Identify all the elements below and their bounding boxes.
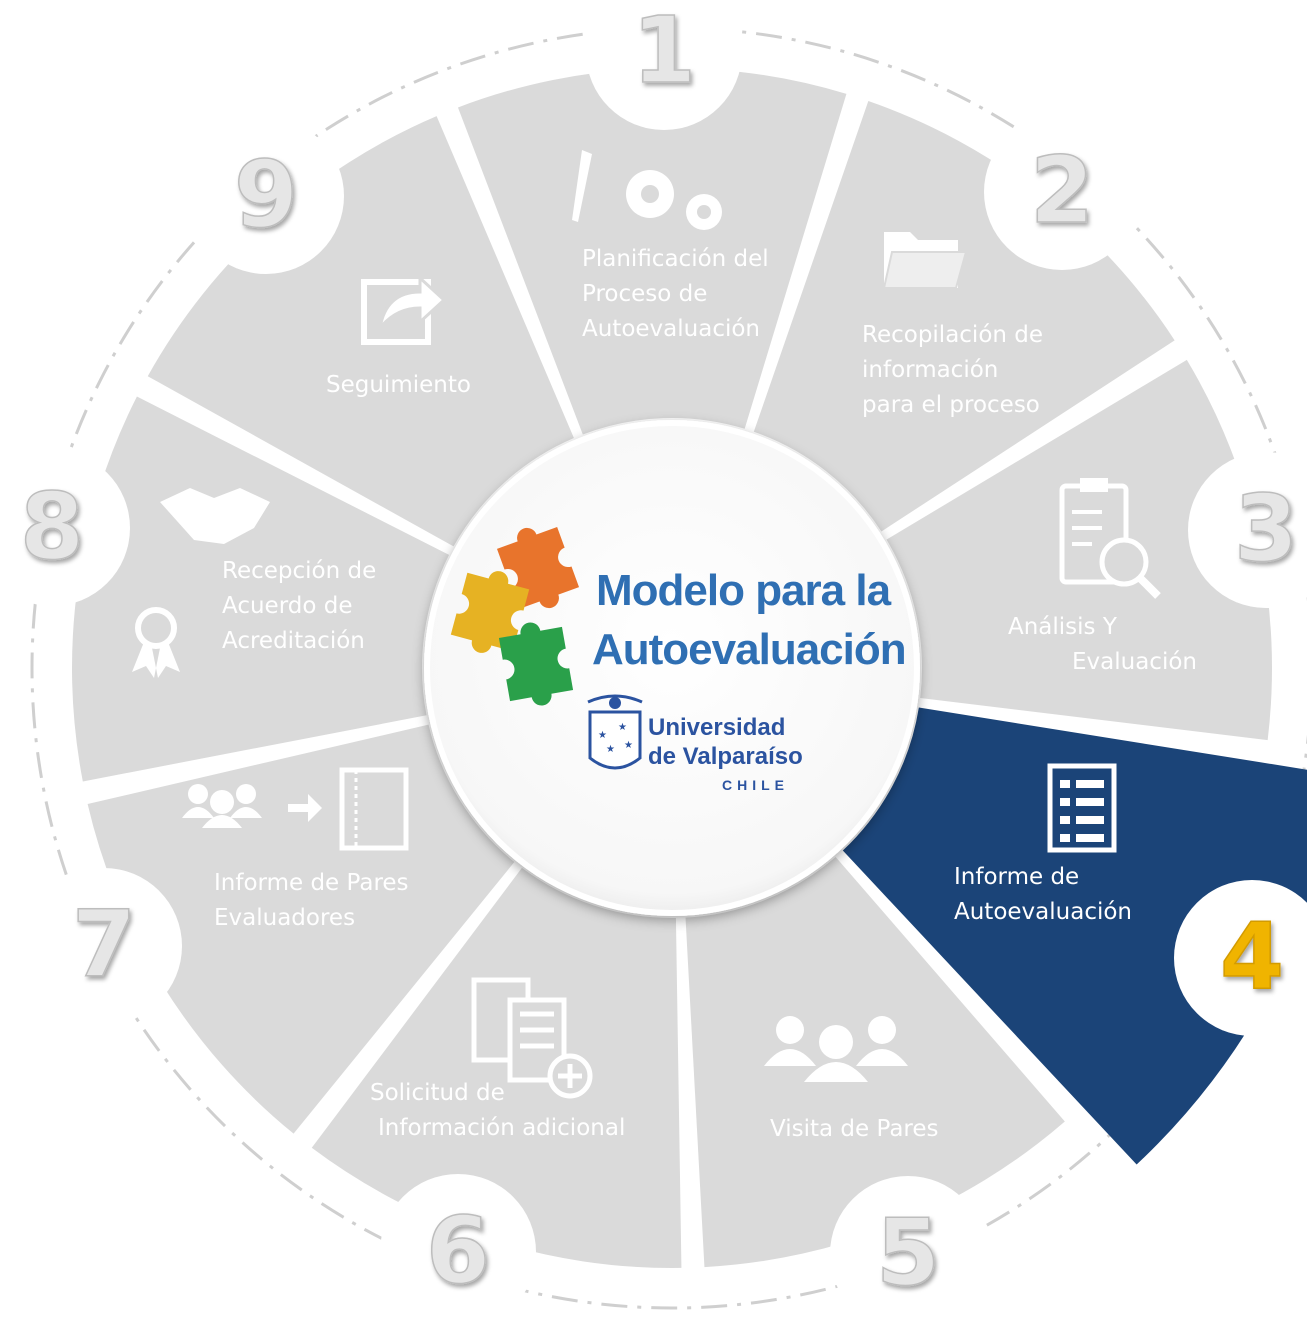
number-notch-2 bbox=[984, 114, 1140, 270]
step-number-1: 1 bbox=[632, 0, 696, 104]
step-7-label-line: Informe de Pares bbox=[214, 870, 409, 896]
step-1-label-line: Proceso de bbox=[582, 281, 707, 307]
step-7-label-line: Evaluadores bbox=[214, 905, 355, 931]
segment-step-2[interactable] bbox=[753, 101, 1175, 532]
segment-step-6[interactable] bbox=[311, 867, 682, 1269]
segment-step-3[interactable] bbox=[886, 359, 1272, 741]
segment-step-9[interactable] bbox=[147, 116, 574, 547]
number-notch-4 bbox=[1174, 880, 1307, 1036]
segment-step-8[interactable] bbox=[71, 396, 450, 782]
number-notch-8 bbox=[0, 450, 130, 606]
step-number-9: 9 bbox=[234, 141, 298, 248]
title-line-2: Autoevaluación bbox=[592, 625, 906, 674]
svg-text:★: ★ bbox=[598, 730, 607, 741]
step-number-6: 6 bbox=[426, 1197, 490, 1304]
documents-add-icon bbox=[471, 977, 593, 1099]
step-8-label-line: Acreditación bbox=[222, 628, 365, 654]
center-layer: Modelo para la Autoevaluación ★ ★ ★ ★ Un… bbox=[424, 420, 920, 916]
step-6-label-line: Información adicional bbox=[378, 1115, 625, 1141]
svg-text:★: ★ bbox=[606, 744, 615, 755]
share-arrow-icon bbox=[361, 274, 447, 345]
puzzle-logo-icon bbox=[450, 526, 580, 706]
title-line-1: Modelo para la bbox=[596, 566, 892, 615]
step-number-4: 4 bbox=[1220, 903, 1284, 1010]
step-2-label-line: Recopilación de bbox=[862, 322, 1043, 348]
step-8-label-line: Acuerdo de bbox=[222, 593, 353, 619]
step-2-label-line: información bbox=[862, 357, 998, 383]
step-4-label-line: Autoevaluación bbox=[954, 899, 1132, 925]
step-number-5: 5 bbox=[876, 1199, 940, 1306]
svg-text:★: ★ bbox=[624, 740, 633, 751]
step-3-label-line: Evaluación bbox=[1072, 649, 1197, 675]
step-number-2: 2 bbox=[1030, 137, 1094, 244]
segment-step-4[interactable] bbox=[842, 707, 1307, 1165]
number-notch-6 bbox=[380, 1174, 536, 1326]
step-1-label-line: Planificación del bbox=[582, 246, 769, 272]
step-8-label-line: Recepción de bbox=[222, 558, 376, 584]
step-number-8: 8 bbox=[20, 473, 84, 580]
svg-text:★: ★ bbox=[618, 722, 627, 733]
folder-icon bbox=[882, 232, 968, 289]
step-1-label-line: Autoevaluación bbox=[582, 316, 760, 342]
people-arrow-document-icon bbox=[182, 767, 409, 851]
step-5-label-line: Visita de Pares bbox=[770, 1116, 939, 1142]
clipboard-search-icon bbox=[1059, 478, 1161, 599]
step-4-label-line: Informe de bbox=[954, 864, 1079, 890]
university-line-2: de Valparaíso bbox=[648, 743, 803, 770]
step-9-label-line: Seguimiento bbox=[326, 372, 471, 398]
step-number-7: 7 bbox=[72, 891, 136, 998]
handshake-award-icon bbox=[132, 488, 270, 678]
number-notch-1 bbox=[586, 0, 742, 130]
university-crest-icon: ★ ★ ★ ★ bbox=[587, 694, 643, 770]
list-document-icon bbox=[1047, 763, 1117, 853]
university-line-3: CHILE bbox=[722, 777, 789, 793]
number-notch-7 bbox=[26, 868, 182, 1024]
step-2-label-line: para el proceso bbox=[862, 392, 1040, 418]
pencil-gears-icon bbox=[572, 150, 722, 230]
number-notch-3 bbox=[1188, 452, 1307, 608]
step-number-3: 3 bbox=[1234, 475, 1298, 582]
number-notch-9 bbox=[188, 118, 344, 274]
step-6-label-line: Solicitud de bbox=[370, 1080, 505, 1106]
university-line-1: Universidad bbox=[648, 714, 785, 741]
step-3-label-line: Análisis Y bbox=[1008, 614, 1118, 640]
segment-step-1[interactable] bbox=[457, 67, 847, 435]
people-group-icon bbox=[764, 1016, 908, 1082]
number-notch-5 bbox=[830, 1176, 986, 1326]
